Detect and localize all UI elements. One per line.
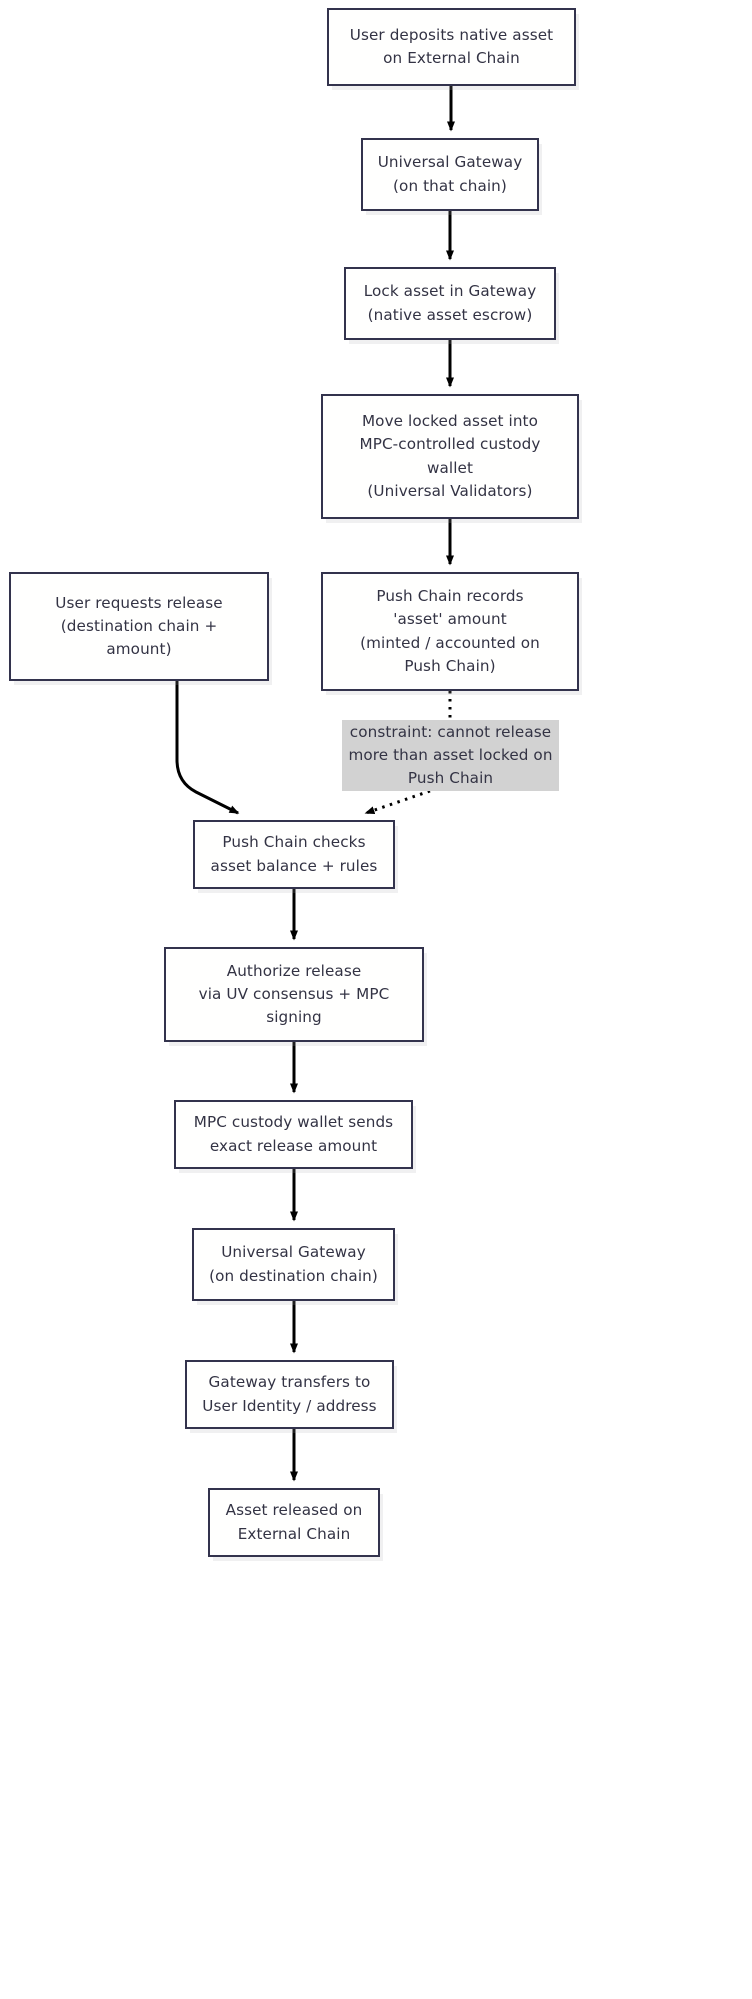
node-move-locked-asset-into-custody[interactable]: Move locked asset into MPC-controlled cu… — [321, 394, 579, 519]
node-label: Push Chain records 'asset' amount (minte… — [360, 587, 540, 675]
node-label: Universal Gateway (on destination chain) — [209, 1243, 378, 1285]
edge-user-request-to-push-checks — [175, 681, 240, 815]
note-label: constraint: cannot release more than ass… — [348, 722, 553, 788]
node-lock-asset-in-gateway[interactable]: Lock asset in Gateway (native asset escr… — [344, 267, 556, 340]
node-push-chain-records-asset[interactable]: Push Chain records 'asset' amount (minte… — [321, 572, 579, 691]
node-push-chain-checks-balance[interactable]: Push Chain checks asset balance + rules — [193, 820, 395, 889]
node-label: Gateway transfers to User Identity / add… — [202, 1373, 377, 1415]
node-label: Move locked asset into MPC-controlled cu… — [359, 412, 541, 500]
node-label: MPC custody wallet sends exact release a… — [193, 1113, 394, 1155]
node-universal-gateway-destination[interactable]: Universal Gateway (on destination chain) — [192, 1228, 395, 1301]
node-authorize-release[interactable]: Authorize release via UV consensus + MPC… — [164, 947, 424, 1042]
node-mpc-custody-wallet-sends[interactable]: MPC custody wallet sends exact release a… — [174, 1100, 413, 1169]
node-user-deposits-native-asset[interactable]: User deposits native asset on External C… — [327, 8, 576, 86]
node-label: User deposits native asset on External C… — [349, 25, 554, 67]
node-universal-gateway-source[interactable]: Universal Gateway (on that chain) — [361, 138, 539, 211]
node-label: Push Chain checks asset balance + rules — [210, 833, 378, 875]
node-label: Authorize release via UV consensus + MPC… — [198, 961, 390, 1027]
node-label: Universal Gateway (on that chain) — [377, 153, 523, 195]
node-asset-released-on-external-chain[interactable]: Asset released on External Chain — [208, 1488, 380, 1557]
edge-constraint-to-push-checks — [364, 789, 431, 815]
node-gateway-transfers-to-user[interactable]: Gateway transfers to User Identity / add… — [185, 1360, 394, 1429]
node-label: Lock asset in Gateway (native asset escr… — [363, 282, 537, 324]
node-user-requests-release[interactable]: User requests release (destination chain… — [9, 572, 269, 681]
node-label: User requests release (destination chain… — [55, 593, 223, 659]
note-constraint-cannot-release-more: constraint: cannot release more than ass… — [342, 720, 559, 791]
node-label: Asset released on External Chain — [225, 1501, 363, 1543]
